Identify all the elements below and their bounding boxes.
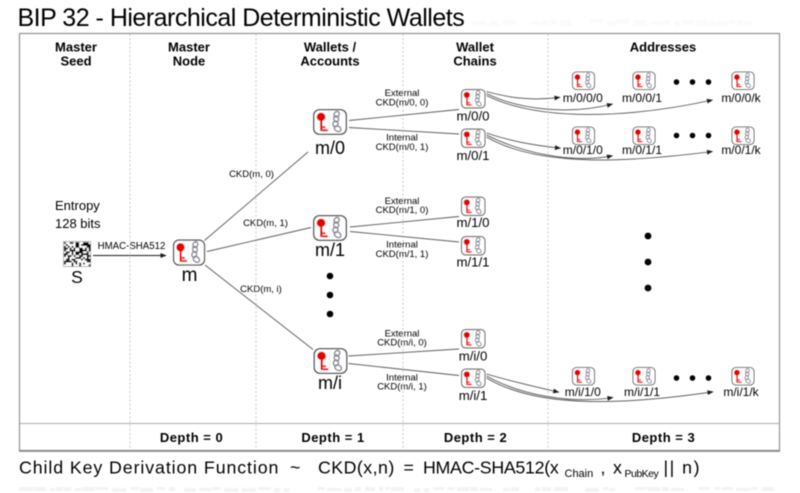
svg-text:Addresses: Addresses: [630, 40, 696, 55]
svg-text:External: External: [385, 329, 420, 340]
svg-text:BIP 32 - Hierarchical Determin: BIP 32 - Hierarchical Deterministic Wall…: [18, 4, 465, 32]
svg-text:Internal: Internal: [386, 373, 418, 384]
svg-text:Wallet: Wallet: [456, 40, 494, 55]
svg-text:~: ~: [290, 458, 300, 478]
svg-text:CKD(m/1, 0): CKD(m/1, 0): [376, 205, 429, 216]
svg-text:|| n): || n): [664, 458, 702, 478]
svg-text:External: External: [385, 88, 420, 99]
svg-text:Master: Master: [168, 40, 210, 55]
svg-text:HMAC-SHA512: HMAC-SHA512: [98, 241, 166, 252]
svg-text:Depth = 1: Depth = 1: [301, 430, 364, 445]
svg-text:CKD(m/1, 1): CKD(m/1, 1): [376, 249, 429, 260]
svg-text:Master: Master: [55, 40, 97, 55]
svg-text:HMAC-SHA512(x: HMAC-SHA512(x: [423, 458, 559, 478]
svg-text:m/0/1/1: m/0/1/1: [622, 143, 662, 157]
svg-text:S: S: [71, 267, 83, 287]
svg-text:Seed: Seed: [60, 54, 91, 69]
svg-text:External: External: [385, 196, 420, 207]
svg-text:CKD(x,n): CKD(x,n): [318, 458, 395, 478]
svg-text:m/0/1/k: m/0/1/k: [721, 143, 761, 157]
svg-text:128 bits: 128 bits: [55, 216, 101, 231]
svg-text:Child Key Derivation Function: Child Key Derivation Function: [19, 458, 279, 478]
svg-text:Node: Node: [173, 54, 206, 69]
svg-text:m/0/0/k: m/0/0/k: [721, 91, 761, 105]
svg-text:Entropy: Entropy: [55, 198, 100, 213]
svg-text:Depth = 0: Depth = 0: [160, 430, 223, 445]
svg-text:=: =: [404, 458, 414, 478]
svg-text:m/0/1/0: m/0/1/0: [563, 143, 603, 157]
svg-text:PubKey: PubKey: [625, 468, 660, 480]
svg-text:CKD(m/i, 1): CKD(m/i, 1): [377, 382, 427, 393]
svg-text:Chains: Chains: [453, 54, 496, 69]
svg-text:x: x: [613, 458, 622, 478]
svg-text:CKD(m/0, 0): CKD(m/0, 0): [376, 98, 429, 109]
svg-text:m/0/0: m/0/0: [457, 108, 490, 123]
svg-text:m/1: m/1: [315, 240, 345, 260]
svg-text:Accounts: Accounts: [300, 54, 359, 69]
svg-text:CKD(m, i): CKD(m, i): [240, 284, 282, 295]
svg-text:m/1/1: m/1/1: [457, 255, 490, 270]
svg-text:m/0/0/1: m/0/0/1: [622, 91, 662, 105]
svg-text:m/i/0: m/i/0: [459, 348, 488, 363]
svg-text:CKD(m, 0): CKD(m, 0): [229, 169, 274, 180]
svg-text:,: ,: [601, 458, 606, 478]
svg-text:CKD(m, 1): CKD(m, 1): [243, 218, 288, 229]
svg-text:m/1/0: m/1/0: [457, 215, 490, 230]
svg-text:Depth = 3: Depth = 3: [632, 430, 695, 445]
svg-text:Depth = 2: Depth = 2: [444, 430, 507, 445]
svg-text:Wallets /: Wallets /: [304, 40, 357, 55]
svg-text:m: m: [182, 265, 198, 286]
svg-text:CKD(m/0, 1): CKD(m/0, 1): [376, 142, 429, 153]
svg-text:m/i/1/1: m/i/1/1: [624, 385, 660, 399]
svg-text:Chain: Chain: [565, 468, 594, 480]
svg-text:m/i/1: m/i/1: [459, 388, 488, 403]
svg-text:m/0/0/0: m/0/0/0: [563, 91, 603, 105]
svg-text:CKD(m/i, 0): CKD(m/i, 0): [377, 338, 427, 349]
svg-text:m/i/1/0: m/i/1/0: [565, 385, 601, 399]
svg-text:m/i/1/k: m/i/1/k: [723, 385, 759, 399]
svg-text:m/0/1: m/0/1: [457, 148, 490, 163]
svg-text:m/0: m/0: [315, 138, 345, 158]
svg-text:m/i: m/i: [318, 373, 342, 393]
svg-text:Internal: Internal: [386, 132, 418, 143]
svg-text:Internal: Internal: [386, 239, 418, 250]
